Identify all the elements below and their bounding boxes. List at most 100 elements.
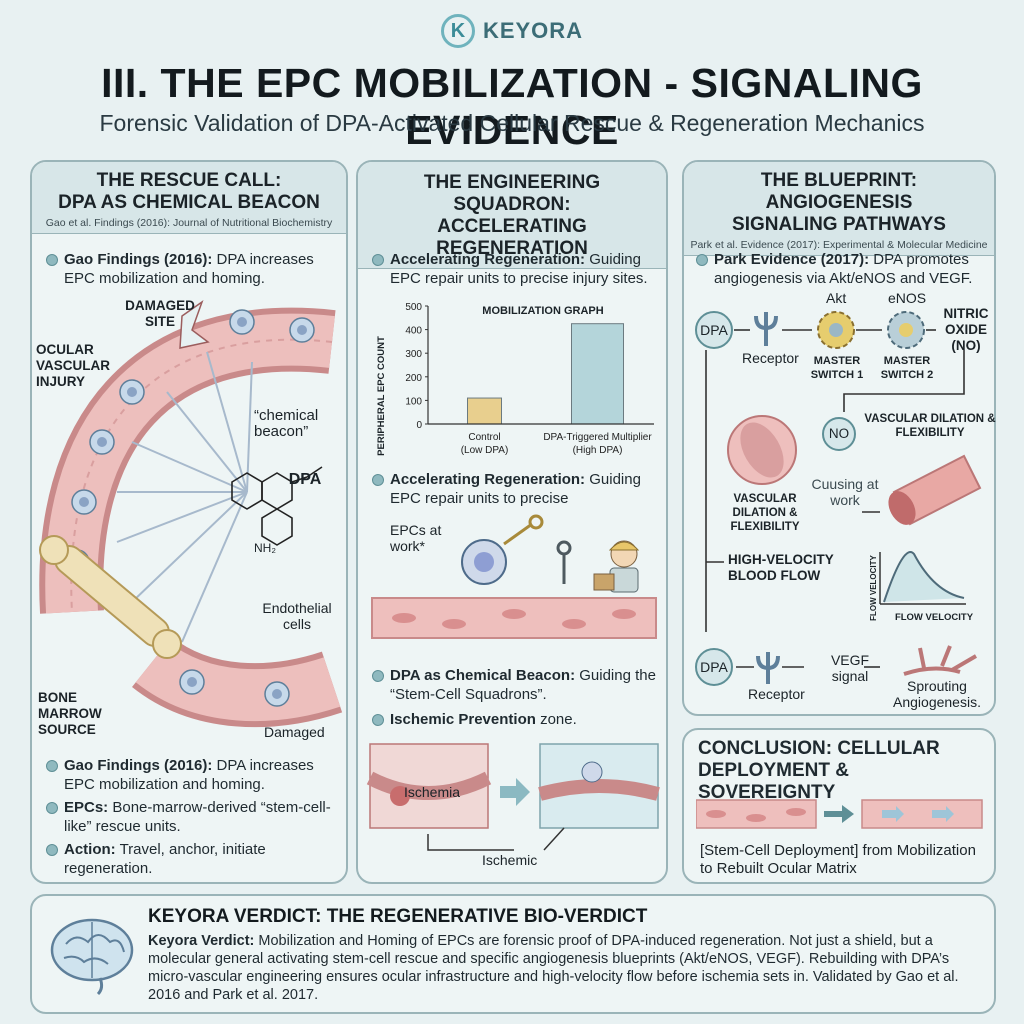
chart-y-tick-label: 300	[405, 349, 422, 360]
panel-conclusion-title-2: DEPLOYMENT & SOVEREIGNTY	[698, 760, 849, 803]
bullet-action: Action: Travel, anchor, initiate regener…	[46, 840, 338, 878]
bullet-accelerating-1-bold: Accelerating Regeneration:	[390, 251, 586, 268]
verdict-title: KEYORA VERDICT: THE REGENERATIVE BIO-VER…	[148, 906, 648, 927]
panel-blueprint: THE BLUEPRINT: ANGIOGENESIS SIGNALING PA…	[682, 160, 996, 716]
bullet-action-bold: Action:	[64, 841, 116, 858]
mobilization-bar-chart: MOBILIZATION GRAPH PERIPHERAL EPC COUNT …	[376, 302, 654, 456]
chart-x-tick-label: (High DPA)	[573, 445, 623, 456]
chart-x-labels: Control (Low DPA) DPA-Triggered Multiplier…	[461, 432, 653, 456]
panel-blueprint-citation: Park et al. Evidence (2017): Experimenta…	[690, 239, 988, 251]
verdict-body: Keyora Verdict: Mobilization and Homing …	[148, 932, 990, 1004]
bullet-accelerating-2-text: Guiding EPC repair units to precise	[390, 471, 641, 507]
label-dpa-1: DPA	[700, 322, 728, 338]
deployment-illustration	[696, 799, 983, 829]
label-no: NO	[828, 426, 850, 441]
bullet-gao-bold: Gao Findings (2016):	[64, 757, 213, 774]
label-vegf: VEGF signal	[830, 652, 870, 684]
chart-y-tick-label: 400	[405, 326, 422, 337]
bullet-gao: Gao Findings (2016): DPA increases EPC m…	[46, 756, 338, 794]
label-ischemia: Ischemia	[404, 784, 461, 800]
beacon-rays	[116, 351, 253, 643]
panel-rescue-call-header: THE RESCUE CALL: DPA AS CHEMICAL BEACON …	[32, 162, 346, 234]
label-hv-flow: HIGH-VELOCITY BLOOD FLOW	[728, 552, 834, 583]
panel-conclusion-title-1: CONCLUSION: CELLULAR	[698, 738, 940, 759]
bullet-chemical-beacon: DPA as Chemical Beacon: Guiding the “Ste…	[372, 666, 662, 704]
label-flow-velocity-x: FLOW VELOCITY	[894, 612, 974, 623]
bullet-ischemic-prevention-text: zone.	[535, 711, 577, 728]
panel-verdict: KEYORA VERDICT: THE REGENERATIVE BIO-VER…	[30, 894, 996, 1014]
bullet-gao-top-bold: Gao Findings (2016):	[64, 251, 213, 268]
bone-marrow-icon	[39, 535, 182, 659]
arrow-right-icon	[500, 778, 530, 806]
chart-ylabel: PERIPHERAL EPC COUNT	[376, 336, 387, 456]
worker-icon	[608, 540, 640, 593]
key-icon	[503, 514, 544, 546]
label-epcs-at-work: EPCs at work*	[390, 522, 442, 554]
label-bone-marrow: BONE MARROW SOURCE	[38, 690, 102, 737]
chart-x-tick-label: DPA-Triggered Multiplier	[543, 432, 652, 443]
bullet-park-text: DPA promotes angiogenesis via Akt/eNOS a…	[714, 251, 973, 287]
chart-bar	[571, 323, 624, 425]
bullet-park-bold: Park Evidence (2017):	[714, 251, 870, 268]
bullet-chemical-beacon-text: Guiding the “Stem-Cell Squadrons”.	[390, 667, 656, 703]
label-receptor-2: Receptor	[748, 686, 805, 702]
page-subtitle: Forensic Validation of DPA-Activated Cel…	[99, 110, 925, 136]
chart-y-tick-label: 200	[405, 373, 422, 384]
sprouting-vessel-icon	[903, 645, 978, 676]
vessel-illustration	[39, 300, 343, 728]
damaged-break	[179, 300, 210, 349]
no-node	[822, 417, 856, 451]
bullet-ischemic-prevention-bold: Ischemic Prevention	[390, 711, 536, 728]
label-master-switch-2: MASTER SWITCH 2	[880, 355, 934, 381]
dilated-vessel-icon	[888, 454, 982, 526]
panel-engineering-title-1: THE ENGINEERING SQUADRON:	[423, 172, 601, 215]
panel-rescue-call: THE RESCUE CALL: DPA AS CHEMICAL BEACON …	[30, 160, 348, 884]
panel-engineering-header: THE ENGINEERING SQUADRON: ACCELERATING R…	[358, 162, 666, 269]
label-vd-right: VASCULAR DILATION & FLEXIBILITY	[864, 413, 996, 439]
bullet-action-text: Travel, anchor, initiate regeneration.	[64, 841, 266, 877]
verdict-body-text: Mobilization and Homing of EPCs are fore…	[148, 933, 959, 1003]
brain-icon	[50, 918, 134, 996]
panel-rescue-call-title-1: THE RESCUE CALL:	[96, 170, 282, 191]
bullet-epcs-text: Bone-marrow-derived “stem-cell-like” res…	[64, 799, 331, 835]
panel-conclusion-title: CONCLUSION: CELLULAR DEPLOYMENT & SOVERE…	[684, 730, 994, 804]
keyora-logo-icon: K	[440, 14, 475, 48]
bullet-epcs: EPCs: Bone-marrow-derived “stem-cell-lik…	[46, 798, 338, 836]
signaling-pathway-diagram	[695, 311, 982, 686]
label-dpa-2: DPA	[700, 659, 728, 675]
ischemia-illustration	[366, 743, 660, 851]
dpa-molecule-icon	[231, 466, 323, 546]
flow-velocity-chart	[879, 551, 966, 605]
label-cuusing: Cuusing at work	[811, 476, 879, 508]
label-deployment-caption: [Stem-Cell Deployment] from Mobilization…	[700, 842, 976, 877]
bullet-gao-text: DPA increases EPC mobilization and homin…	[64, 757, 314, 793]
panel-rescue-call-title-2: DPA AS CHEMICAL BEACON	[58, 192, 320, 213]
wrench-icon	[556, 540, 572, 584]
bullet-accelerating-2: Accelerating Regeneration: Guiding EPC r…	[372, 470, 662, 508]
bullet-chemical-beacon-bold: DPA as Chemical Beacon:	[390, 667, 576, 684]
epcs-at-work-illustration	[371, 514, 657, 639]
chart-y-tick-label: 100	[405, 396, 422, 407]
chart-x-tick-label: Control	[468, 432, 500, 443]
panel-engineering-title-2: ACCELERATING REGENERATION	[436, 216, 588, 259]
chart-title: MOBILIZATION GRAPH	[482, 305, 603, 317]
panel-rescue-call-citation: Gao et al. Findings (2016): Journal of N…	[45, 217, 333, 229]
dpa-node-1	[695, 311, 733, 349]
label-receptor-1: Receptor	[742, 350, 799, 366]
label-dpa: DPA	[288, 471, 322, 488]
label-endothelial: Endothelial cells	[262, 600, 332, 632]
verdict-body-bold: Keyora Verdict:	[148, 933, 255, 949]
bullet-accelerating-2-bold: Accelerating Regeneration:	[390, 471, 586, 488]
brand: K KEYORA	[0, 14, 1024, 48]
chart-x-tick-label: (Low DPA)	[461, 445, 509, 456]
label-ischemic: Ischemic	[482, 852, 538, 868]
label-chemical-beacon: “chemical beacon”	[254, 407, 319, 440]
label-vd-left: VASCULAR DILATION & FLEXIBILITY	[730, 493, 800, 533]
receptor-icon-2	[756, 652, 780, 671]
panel-engineering-squadron: THE ENGINEERING SQUADRON: ACCELERATING R…	[356, 160, 668, 884]
label-nitric-oxide: NITRIC OXIDE (NO)	[943, 306, 989, 353]
label-nh2: NH₂	[254, 541, 276, 555]
panel-blueprint-header: THE BLUEPRINT: ANGIOGENESIS SIGNALING PA…	[684, 162, 994, 256]
bullet-epcs-bold: EPCs:	[64, 799, 109, 816]
